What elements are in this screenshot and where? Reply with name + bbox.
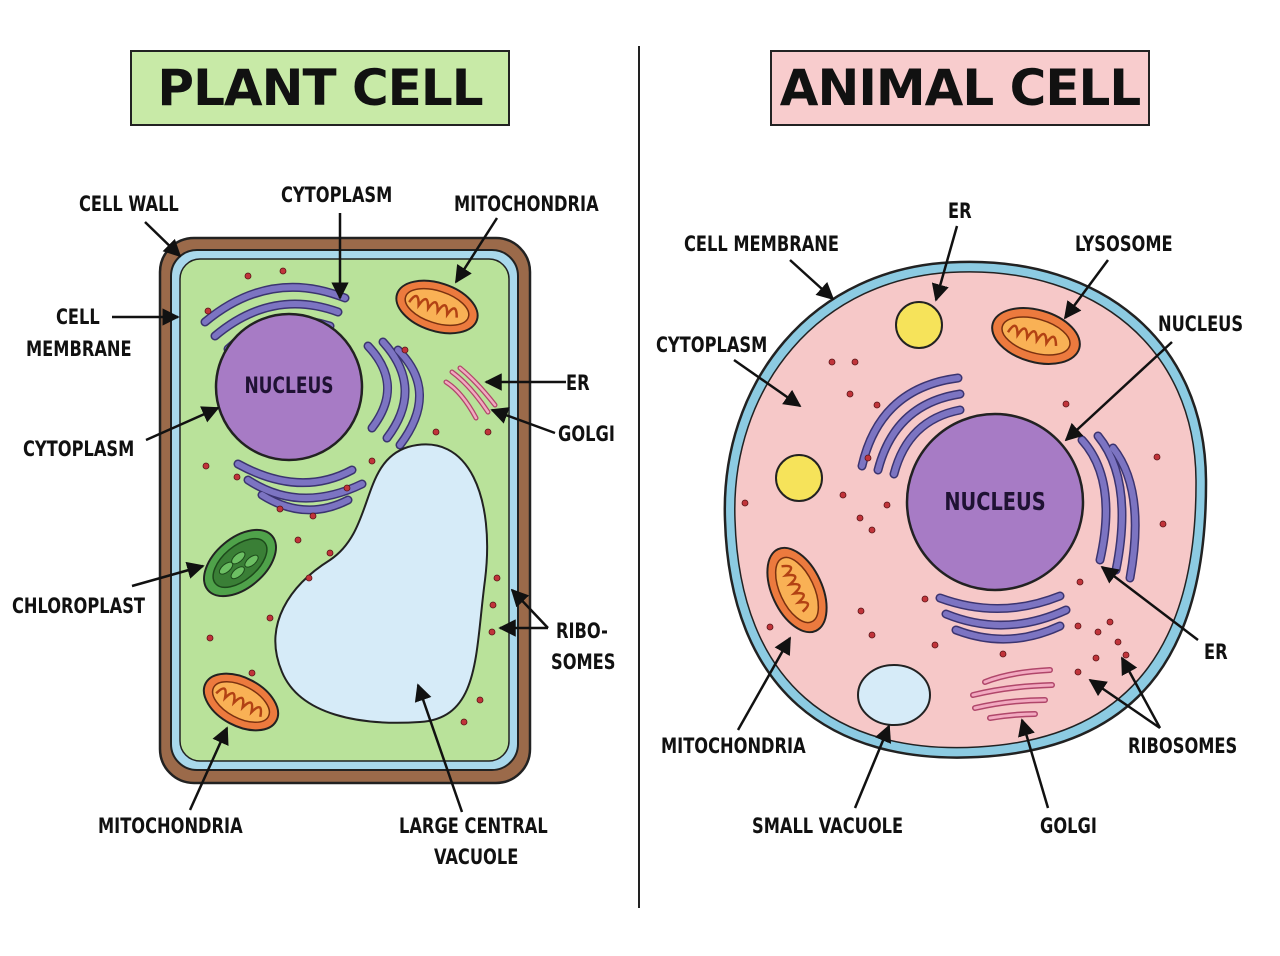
plant-ribosomes — [202, 267, 501, 726]
animal-small-vacuole — [857, 664, 931, 726]
label-cytoplasm-animal: CYTOPLASM — [656, 333, 768, 357]
plant-vacuole — [274, 443, 489, 724]
animal-lysosome-left — [775, 454, 823, 502]
label-ribosomes-animal: RIBOSOMES — [1128, 734, 1238, 758]
animal-cell — [723, 260, 1208, 759]
label-cell-membrane-1: CELL — [56, 305, 100, 329]
plant-cell — [158, 236, 532, 785]
label-mitochondria-animal: MITOCHONDRIA — [661, 734, 806, 758]
label-cell-membrane-animal: CELL MEMBRANE — [684, 232, 840, 256]
animal-lysosome-top — [895, 301, 943, 349]
label-chloroplast: CHLOROPLAST — [12, 594, 145, 618]
plant-mitochondria-top — [395, 279, 479, 335]
animal-ribosomes — [741, 358, 1167, 676]
label-cytoplasm-top: CYTOPLASM — [281, 183, 393, 207]
label-er-animal-top: ER — [948, 199, 972, 223]
label-cell-membrane-2: MEMBRANE — [26, 337, 132, 361]
plant-chloroplast — [203, 528, 277, 598]
plant-mitochondria-bottom — [202, 672, 280, 732]
label-golgi-plant: GOLGI — [558, 422, 615, 446]
animal-nucleus — [905, 412, 1085, 592]
label-mitochondria-top: MITOCHONDRIA — [454, 192, 599, 216]
label-vacuole-2: VACUOLE — [434, 845, 519, 869]
label-small-vacuole: SMALL VACUOLE — [752, 814, 904, 838]
animal-nucleus-label: NUCLEUS — [944, 487, 1046, 516]
label-vacuole-1: LARGE CENTRAL — [399, 814, 548, 838]
label-cytoplasm-left: CYTOPLASM — [23, 437, 135, 461]
label-nucleus-animal: NUCLEUS — [1158, 312, 1244, 336]
animal-cell-title: ANIMAL CELL — [770, 50, 1150, 126]
label-lysosome: LYSOSOME — [1075, 232, 1173, 256]
animal-mitochondria-top — [991, 307, 1081, 365]
divider-line — [638, 46, 640, 908]
label-golgi-animal: GOLGI — [1040, 814, 1097, 838]
label-arrows — [112, 213, 1199, 813]
label-cell-wall: CELL WALL — [79, 192, 179, 216]
animal-mitochondria-left — [766, 546, 828, 634]
plant-nucleus — [214, 312, 364, 462]
plant-nucleus-label: NUCLEUS — [244, 374, 334, 399]
label-mitochondria-bottom: MITOCHONDRIA — [98, 814, 243, 838]
label-er-animal-right: ER — [1204, 640, 1228, 664]
label-ribosomes-1: RIBO- — [556, 619, 608, 643]
label-er-plant: ER — [566, 371, 590, 395]
label-ribosomes-2: SOMES — [551, 650, 616, 674]
plant-cell-title: PLANT CELL — [130, 50, 510, 126]
